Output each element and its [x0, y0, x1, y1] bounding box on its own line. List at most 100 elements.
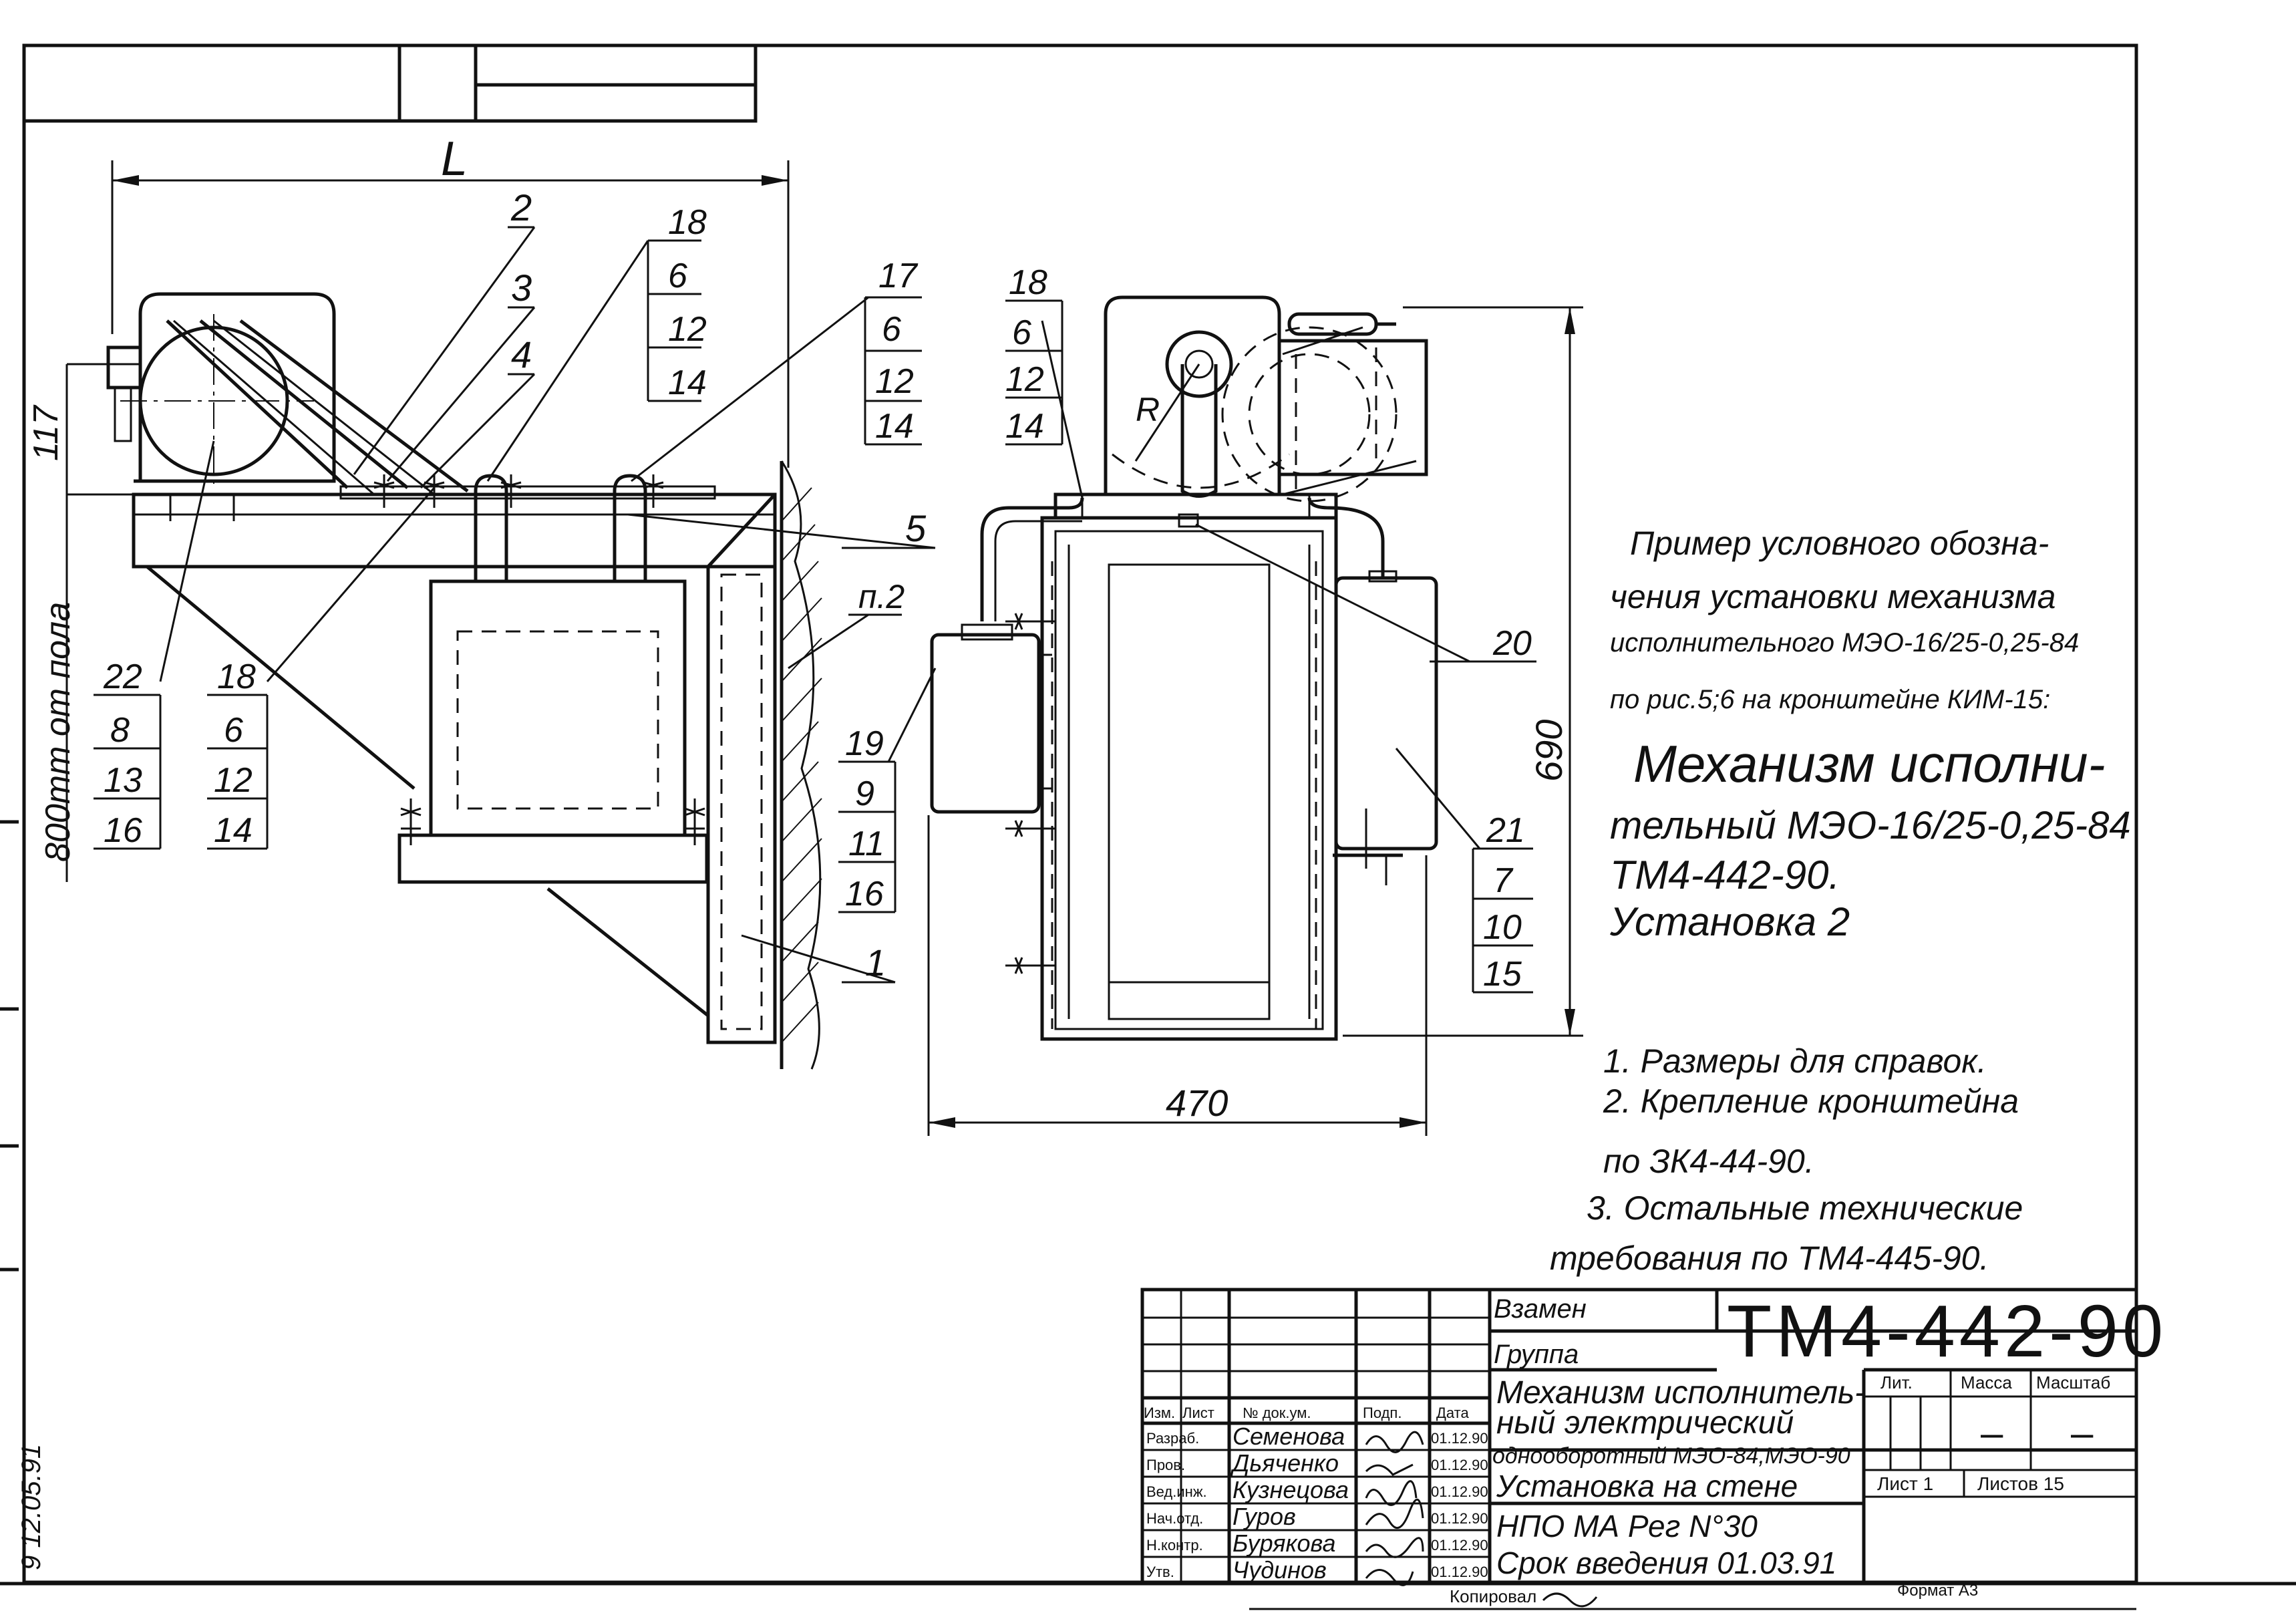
svg-text:7: 7 [1493, 861, 1514, 900]
svg-text:чения установки механизма: чения установки механизма [1610, 578, 2056, 615]
svg-text:Лист: Лист [1182, 1405, 1214, 1421]
callout-stack-18a: 18 6 12 14 [647, 203, 707, 402]
svg-text:14: 14 [1005, 407, 1044, 446]
svg-text:19: 19 [845, 724, 884, 763]
svg-text:16: 16 [845, 875, 884, 913]
svg-text:6: 6 [224, 711, 243, 750]
svg-text:01.12.90: 01.12.90 [1431, 1457, 1488, 1473]
svg-text:исполнительного МЭО-16/25-0,25: исполнительного МЭО-16/25-0,25-84 [1610, 628, 2079, 657]
svg-text:3. Остальные технические: 3. Остальные технические [1587, 1189, 2023, 1227]
svg-text:Кузнецова: Кузнецова [1233, 1476, 1349, 1503]
svg-text:–: – [1981, 1411, 2003, 1455]
top-left-stamp [22, 43, 758, 123]
signatures [1365, 1431, 1424, 1586]
svg-text:однооборотный МЭО-84,МЭО-90: однооборотный МЭО-84,МЭО-90 [1492, 1443, 1850, 1469]
svg-text:Подп.: Подп. [1363, 1405, 1402, 1421]
svg-text:22: 22 [103, 657, 142, 696]
vzamen-label: Взамен [1494, 1294, 1587, 1324]
svg-text:Масштаб: Масштаб [2036, 1372, 2110, 1392]
svg-text:14: 14 [668, 363, 707, 402]
svg-text:21: 21 [1486, 811, 1525, 850]
svg-text:ный электрический: ный электрический [1496, 1405, 1794, 1441]
callout-1: 1 [865, 941, 886, 984]
svg-text:14: 14 [214, 811, 253, 850]
floor-height: 800mm от пола [39, 602, 77, 862]
svg-text:11: 11 [848, 825, 884, 863]
svg-text:13: 13 [104, 761, 142, 800]
svg-text:требования по ТМ4-445-90.: требования по ТМ4-445-90. [1550, 1239, 1989, 1277]
callout-stack-18b: 18 6 12 14 [207, 657, 269, 850]
callout-2: 2 [510, 186, 532, 229]
svg-text:Нач.отд.: Нач.отд. [1146, 1510, 1203, 1527]
callout-20: 20 [1492, 624, 1532, 663]
svg-text:Лист 1: Лист 1 [1877, 1473, 1933, 1494]
organisation: НПО МА Рег N°30 [1496, 1509, 1758, 1544]
svg-text:01.12.90: 01.12.90 [1431, 1510, 1488, 1527]
gruppa-label: Группа [1494, 1340, 1579, 1369]
right-view: R [838, 263, 1583, 1136]
callout-stack-18-right: 18 6 12 14 [1005, 263, 1063, 446]
svg-text:тельный МЭО-16/25-0,25-84: тельный МЭО-16/25-0,25-84 [1610, 804, 2131, 847]
technical-notes: 1. Размеры для справок. 2. Крепление кро… [1550, 1042, 2023, 1277]
svg-text:Утв.: Утв. [1146, 1564, 1174, 1580]
svg-text:Механизм исполни-: Механизм исполни- [1633, 734, 2106, 793]
svg-text:Масса: Масса [1961, 1372, 2012, 1392]
doc-code: ТМ4-442-90 [1727, 1290, 2167, 1372]
margin-stamp: 9 12.05.91 [17, 1444, 46, 1570]
svg-text:18: 18 [217, 657, 256, 696]
svg-text:01.12.90: 01.12.90 [1431, 1564, 1488, 1580]
svg-text:12: 12 [875, 362, 914, 401]
svg-text:Пример условного обозна-: Пример условного обозна- [1630, 525, 2049, 562]
callout-3: 3 [511, 267, 532, 309]
callout-4: 4 [511, 333, 532, 376]
designation-example: Пример условного обозна- чения установки… [1609, 525, 2131, 944]
svg-text:12: 12 [1005, 360, 1044, 399]
svg-text:Лит.: Лит. [1880, 1372, 1913, 1392]
svg-text:15: 15 [1483, 955, 1522, 994]
svg-text:Дата: Дата [1436, 1405, 1469, 1421]
svg-text:18: 18 [1009, 263, 1047, 302]
svg-text:Дьяченко: Дьяченко [1230, 1449, 1339, 1477]
svg-text:по рис.5;6 на кронштейне КИМ-1: по рис.5;6 на кронштейне КИМ-15: [1610, 685, 2050, 714]
svg-text:Н.контр.: Н.контр. [1146, 1537, 1203, 1554]
callout-stack-22: 22 8 13 16 [94, 657, 162, 850]
copied-by: Копировал [1450, 1586, 1536, 1606]
title-block: Взамен Группа ТМ4-442-90 Механизм исполн… [1140, 1288, 2167, 1586]
callout-stack-19: 19 9 11 16 [838, 724, 896, 913]
svg-text:8: 8 [110, 711, 130, 750]
svg-text:12: 12 [214, 761, 253, 800]
svg-text:Установка на стене: Установка на стене [1496, 1469, 1798, 1503]
svg-text:Установка 2: Установка 2 [1609, 899, 1850, 944]
svg-text:Пров.: Пров. [1146, 1457, 1185, 1473]
svg-text:01.12.90: 01.12.90 [1431, 1537, 1488, 1554]
svg-text:6: 6 [668, 257, 687, 295]
svg-text:по ЗК4-44-90.: по ЗК4-44-90. [1603, 1143, 1814, 1180]
radius-label: R [1136, 391, 1160, 428]
svg-text:Вед.инж.: Вед.инж. [1146, 1483, 1207, 1500]
svg-text:2. Крепление кронштейна: 2. Крепление кронштейна [1603, 1082, 2019, 1120]
svg-text:ТМ4-442-90.: ТМ4-442-90. [1610, 853, 1840, 897]
svg-text:12: 12 [668, 310, 707, 349]
dim-117: 117 [27, 404, 65, 461]
svg-text:18: 18 [668, 203, 707, 242]
dim-690: 690 [1528, 720, 1570, 782]
svg-text:Механизм исполнитель-: Механизм исполнитель- [1496, 1375, 1865, 1411]
wall-ref: п.2 [858, 578, 905, 615]
svg-text:01.12.90: 01.12.90 [1431, 1483, 1488, 1500]
svg-text:1. Размеры для справок.: 1. Размеры для справок. [1603, 1042, 1987, 1080]
copier-signature [1542, 1592, 1598, 1608]
left-view: L 117 800mm от пола [27, 132, 936, 1070]
svg-text:Бурякова: Бурякова [1233, 1529, 1336, 1557]
svg-text:16: 16 [104, 811, 142, 850]
callout-stack-17: 17 6 12 14 [864, 257, 922, 446]
svg-text:14: 14 [875, 407, 914, 446]
date-introduced: Срок введения 01.03.91 [1496, 1546, 1836, 1580]
svg-text:Изм.: Изм. [1144, 1405, 1175, 1421]
svg-text:01.12.90: 01.12.90 [1431, 1430, 1488, 1447]
svg-text:10: 10 [1483, 908, 1522, 947]
dim-470: 470 [1166, 1082, 1228, 1124]
svg-text:Разраб.: Разраб. [1146, 1430, 1199, 1447]
svg-text:Листов 15: Листов 15 [1977, 1473, 2064, 1494]
svg-text:–: – [2071, 1411, 2094, 1455]
